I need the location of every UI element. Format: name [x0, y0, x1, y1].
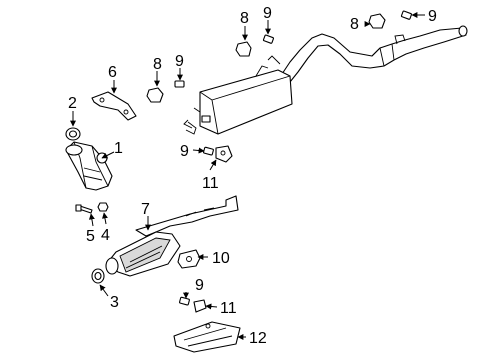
callout-11-lower: 11 [220, 300, 237, 317]
rubber-hanger [368, 13, 386, 29]
rubber-hanger [235, 41, 252, 57]
tail-pipe [267, 25, 468, 83]
front-pipe-converter [105, 195, 239, 277]
pipe-hanger [177, 249, 201, 269]
callout-10: 10 [212, 250, 230, 267]
callout-9-lower: 9 [195, 277, 204, 294]
leader-lines [70, 12, 425, 340]
callout-9-front: 9 [175, 53, 184, 70]
heat-shield [173, 321, 241, 353]
callout-8-hanger-rear: 8 [350, 16, 359, 33]
hanger-bracket [215, 145, 233, 163]
callout-12: 12 [249, 330, 267, 347]
muffler [183, 65, 293, 135]
hanger-bracket [193, 299, 207, 313]
callout-11-upper: 11 [202, 175, 219, 192]
callout-9-middle: 9 [263, 5, 272, 22]
callout-3: 3 [110, 294, 119, 311]
gasket [65, 127, 81, 141]
rubber-hanger [146, 87, 164, 103]
callout-labels: 1 2 3 4 5 6 7 8 8 8 9 9 9 9 9 10 11 11 1… [68, 5, 437, 347]
bolt [75, 204, 93, 214]
callout-9-rear: 9 [428, 8, 437, 25]
callout-9-muffler: 9 [180, 143, 189, 160]
stud [174, 80, 185, 88]
stud [179, 296, 190, 306]
callout-8-hanger-front: 8 [153, 56, 162, 73]
callout-2: 2 [68, 95, 77, 112]
callout-1: 1 [114, 140, 123, 157]
callout-7: 7 [141, 201, 150, 218]
stud [203, 146, 214, 156]
converter-bracket [91, 91, 137, 121]
callout-6: 6 [108, 64, 117, 81]
callout-4: 4 [101, 227, 110, 244]
callout-8-hanger-middle: 8 [240, 10, 249, 27]
front-catalytic-converter [65, 141, 113, 191]
callout-5: 5 [86, 228, 95, 245]
stud [400, 10, 412, 20]
front-gasket [91, 268, 105, 284]
nut [97, 202, 109, 212]
stud [262, 34, 274, 44]
